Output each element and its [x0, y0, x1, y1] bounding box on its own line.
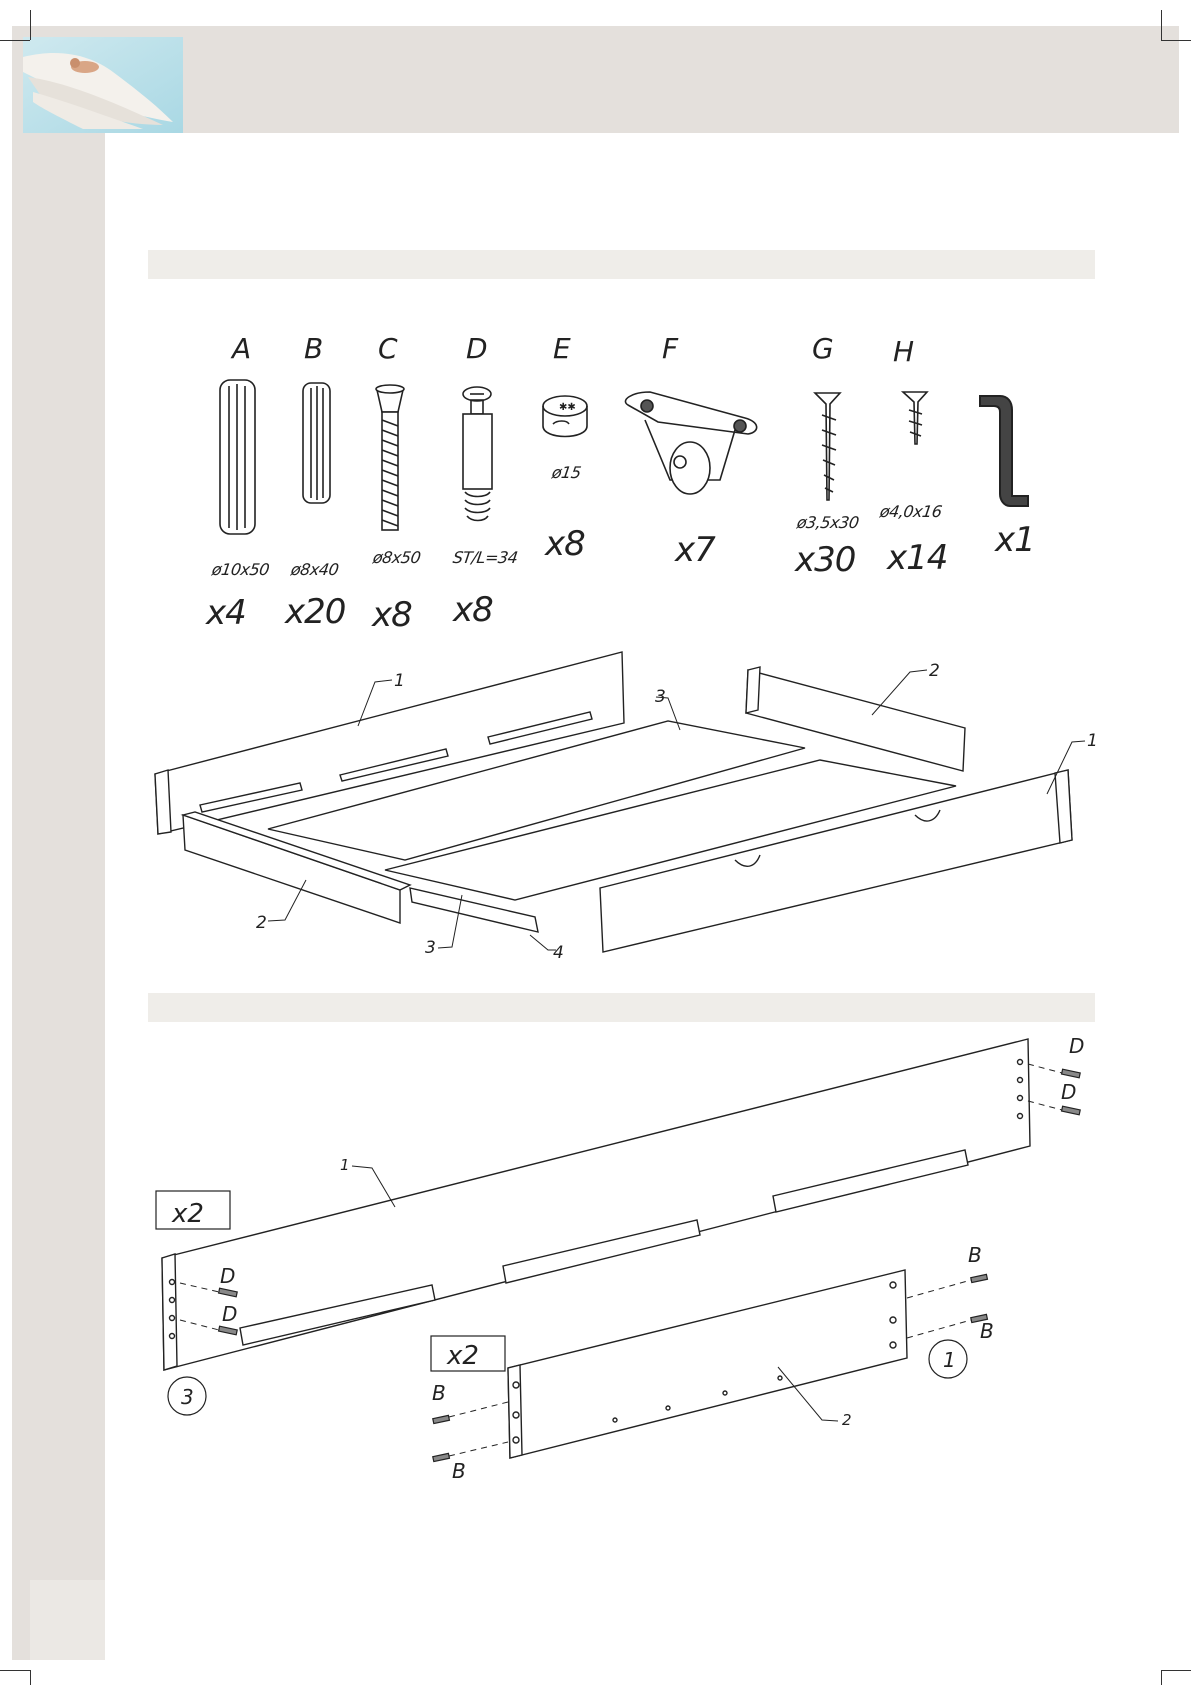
panel-qty: x2 [446, 1341, 479, 1371]
panel-label: 2 [842, 1411, 852, 1429]
part-spec-d: ST/L=34 [452, 548, 519, 567]
overview-label: 2 [256, 913, 267, 933]
fastener-label-d: D [1069, 1034, 1084, 1058]
overview-label: 4 [553, 943, 564, 963]
small-dowel-icon [433, 1453, 450, 1461]
cam-pin-icon [463, 387, 492, 521]
part-letter-a: A [232, 332, 251, 365]
crop-mark [0, 40, 30, 41]
fastener-label-d: D [1061, 1080, 1076, 1104]
part-qty-c: x8 [372, 595, 412, 635]
small-dowel-icon [971, 1314, 988, 1322]
part-letter-c: C [378, 332, 398, 365]
part-spec-a: ø10x50 [211, 560, 271, 579]
header-band [12, 26, 1179, 133]
step-number: 1 [943, 1348, 956, 1372]
short-screw-icon [903, 392, 927, 444]
part-qty-key: x1 [995, 520, 1035, 560]
step-number: 3 [181, 1385, 194, 1409]
crop-mark [30, 1670, 31, 1685]
part-spec-g: ø3,5x30 [796, 513, 860, 532]
part-qty-d: x8 [453, 590, 493, 630]
part-letter-g: G [812, 332, 834, 365]
corner-block [30, 1580, 105, 1660]
part-spec-h: ø4,0x16 [879, 502, 943, 521]
crop-mark [0, 1670, 30, 1671]
part-letter-h: H [893, 335, 914, 368]
step-fasteners [219, 1069, 1081, 1461]
part-qty-b: x20 [285, 592, 345, 632]
part-letter-d: D [466, 332, 488, 365]
part-qty-g: x30 [795, 540, 855, 580]
rail-qty: x2 [171, 1199, 204, 1229]
part-spec-b: ø8x40 [290, 560, 340, 579]
part-spec-e: ø15 [551, 463, 582, 482]
step-assembly-drawing [162, 1039, 1030, 1458]
overview-label: 3 [655, 687, 666, 707]
cam-pin-icon [1062, 1069, 1081, 1078]
bolt-icon [376, 385, 404, 530]
part-qty-e: x8 [545, 524, 585, 564]
crop-mark [30, 10, 31, 40]
part-letter-e: E [553, 332, 571, 365]
crop-mark [1161, 40, 1191, 41]
cam-lock-icon: ✱✱ [543, 396, 587, 437]
step-leader-lines [352, 1166, 838, 1421]
step-marker-left: 3 [168, 1377, 206, 1415]
part-qty-a: x4 [206, 593, 246, 633]
part-letter-b: B [304, 332, 323, 365]
part-qty-h: x14 [887, 538, 947, 578]
fastener-label-b: B [452, 1459, 466, 1483]
step-marker-right: 1 [929, 1340, 967, 1378]
side-band [12, 26, 105, 1660]
brand-logo-image [23, 37, 183, 133]
crop-mark [1161, 1670, 1162, 1685]
small-dowel-icon [971, 1274, 988, 1282]
fastener-label-b: B [968, 1243, 982, 1267]
panel-qty-box: x2 [431, 1336, 505, 1371]
long-screw-icon [815, 393, 840, 500]
caster-wheel-icon [625, 392, 756, 494]
cam-pin-icon [219, 1326, 238, 1335]
allen-key-icon [980, 396, 1028, 506]
step-guide-lines [180, 1064, 1062, 1456]
step-labels: 1 2 D D D D B B B B [220, 1034, 1084, 1483]
fastener-label-b: B [432, 1381, 446, 1405]
cam-pin-icon [219, 1288, 238, 1297]
overview-labels: 1 2 3 1 2 3 4 [256, 661, 1098, 963]
fastener-label-d: D [222, 1302, 237, 1326]
svg-text:✱✱: ✱✱ [559, 402, 576, 413]
crop-mark [1161, 10, 1162, 40]
overview-assembly-drawing [155, 652, 1072, 952]
rail-qty-box: x2 [156, 1191, 230, 1229]
cam-pin-icon [1062, 1106, 1081, 1115]
overview-label: 1 [394, 671, 405, 691]
rail-label: 1 [340, 1156, 350, 1174]
overview-label: 2 [929, 661, 940, 681]
fastener-label-d: D [220, 1264, 235, 1288]
part-spec-c: ø8x50 [372, 548, 422, 567]
small-dowel-icon [303, 383, 330, 503]
small-dowel-icon [433, 1415, 450, 1423]
section-bar-parts [148, 250, 1095, 279]
crop-mark [1161, 1670, 1191, 1671]
overview-leader-lines [268, 670, 1085, 950]
dowel-icon [220, 380, 255, 534]
part-letter-f: F [662, 332, 678, 365]
section-bar-step [148, 993, 1095, 1022]
overview-label: 3 [425, 938, 436, 958]
part-qty-f: x7 [675, 530, 715, 570]
overview-label: 1 [1087, 731, 1098, 751]
fastener-label-b: B [980, 1319, 994, 1343]
